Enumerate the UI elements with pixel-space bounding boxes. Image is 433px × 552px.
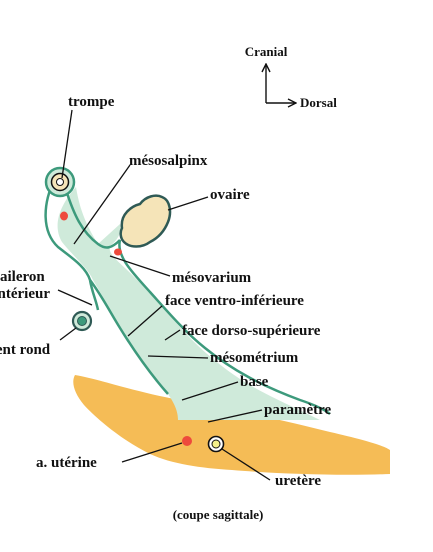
tube-lumen — [56, 178, 64, 186]
labels: trompe mésosalpinx ovaire aileron antéri… — [0, 94, 332, 489]
leader-ligament-rond — [59, 327, 77, 341]
label-aileron-1: aileron — [0, 269, 45, 285]
leader-aileron — [57, 289, 93, 306]
leader-mesometrium — [147, 355, 209, 359]
leader-base — [181, 381, 239, 401]
aileron-outline — [88, 279, 100, 311]
leader-parametre — [207, 409, 263, 423]
cranial-label: Cranial — [245, 44, 288, 59]
orientation-indicator: Cranial Dorsal — [245, 44, 338, 110]
label-ovaire: ovaire — [210, 187, 250, 203]
label-face-dorso: face dorso-supérieure — [182, 323, 321, 339]
ligament-outline-ventral — [88, 279, 169, 395]
label-aileron-2: antérieur — [0, 286, 50, 302]
round-ligament-inner — [77, 316, 87, 326]
leader-ovaire — [167, 196, 209, 211]
caption: (coupe sagittale) — [173, 507, 264, 522]
leader-mesovarium — [109, 255, 171, 277]
label-mesovarium: mésovarium — [172, 270, 252, 286]
leader-face-dorso — [164, 329, 181, 341]
ovary-shape — [119, 194, 172, 248]
label-a-uterine: a. utérine — [36, 455, 97, 471]
leader-mesosalpinx — [73, 164, 131, 245]
leader-trompe — [61, 109, 73, 179]
leader-face-ventro — [127, 305, 163, 337]
mesovarium-vessel — [114, 248, 122, 256]
label-mesometrium: mésométrium — [210, 350, 299, 366]
dorsal-label: Dorsal — [300, 95, 337, 110]
label-parametre: paramètre — [264, 402, 332, 418]
label-face-ventro: face ventro-inférieure — [165, 293, 304, 309]
broad-ligament-body — [57, 187, 320, 420]
ligament-outline-mesosalpinx — [64, 189, 121, 249]
uterine-artery — [182, 436, 192, 446]
ligament-outline-dorsal — [118, 239, 331, 415]
leader-a-uterine — [121, 442, 183, 463]
label-base: base — [240, 374, 269, 390]
leader-lines — [57, 109, 271, 481]
label-ligament-rond: ligament rond — [0, 342, 51, 358]
mesosalpinx-vessel — [60, 211, 68, 221]
parametre-region — [73, 375, 391, 475]
label-mesosalpinx: mésosalpinx — [129, 153, 208, 169]
leader-uretere — [221, 448, 271, 481]
label-trompe: trompe — [68, 94, 115, 110]
ureter-inner — [211, 439, 221, 449]
ligament-outline-upper — [44, 177, 92, 281]
label-uretere: uretère — [275, 473, 321, 489]
